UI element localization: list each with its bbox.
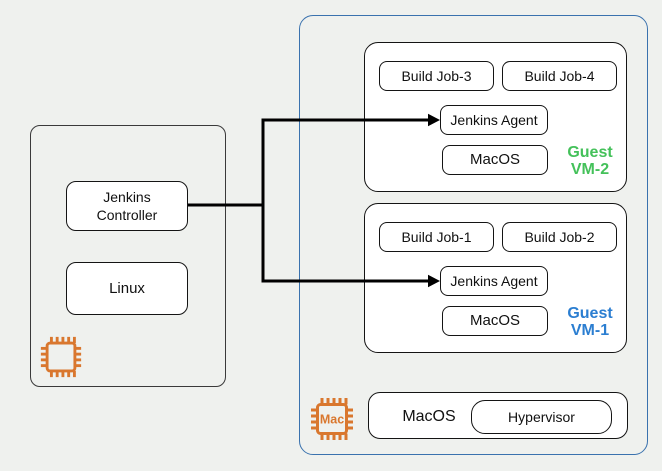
mac-host-box: [299, 15, 648, 455]
jenkins-agent-vm2-node: Jenkins Agent: [440, 105, 548, 135]
mac-chip-icon: Mac: [311, 398, 353, 440]
jenkins-controller-node: Jenkins Controller: [66, 181, 188, 231]
linux-host-box: [30, 125, 226, 387]
linux-node: Linux: [66, 262, 188, 315]
build-job-2-node: Build Job-2: [502, 222, 617, 252]
guest-vm2-box: Build Job-3 Build Job-4 Jenkins Agent Ma…: [364, 42, 627, 192]
host-macos-label: MacOS: [402, 407, 456, 425]
mac-chip-label: Mac: [320, 413, 344, 427]
hypervisor-node: Hypervisor: [471, 400, 612, 434]
build-job-1-node: Build Job-1: [379, 222, 494, 252]
macos-vm2-node: MacOS: [442, 145, 548, 175]
cpu-chip-icon: [40, 336, 82, 378]
guest-vm1-box: Build Job-1 Build Job-2 Jenkins Agent Ma…: [364, 203, 627, 353]
jenkins-agent-vm1-node: Jenkins Agent: [440, 266, 548, 296]
build-job-3-node: Build Job-3: [379, 61, 494, 91]
guest-vm2-label: Guest VM-2: [567, 144, 613, 178]
macos-vm1-node: MacOS: [442, 306, 548, 336]
build-job-4-node: Build Job-4: [502, 61, 617, 91]
macos-hypervisor-box: MacOS Hypervisor: [368, 392, 628, 439]
guest-vm1-label: Guest VM-1: [567, 305, 613, 339]
